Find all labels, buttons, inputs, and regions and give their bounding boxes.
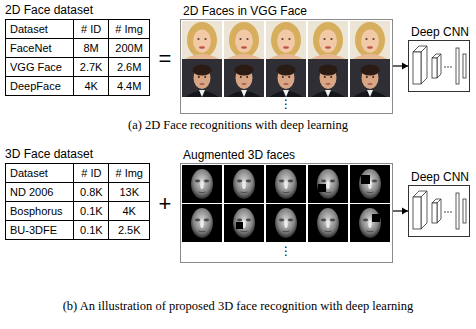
arrow xyxy=(393,208,408,215)
cell-text: 2.5K xyxy=(118,224,141,236)
table-cell: 8M xyxy=(73,39,108,58)
cnn-box: Deep CNN xyxy=(408,185,470,237)
table-cell: # Img xyxy=(109,164,150,183)
caption: (b) An illustration of proposed 3D face … xyxy=(0,299,476,313)
plus-sign: + xyxy=(152,191,178,216)
cell-text: # ID xyxy=(81,167,101,179)
table-cell: ND 2006 xyxy=(6,183,74,202)
table-cell: # Img xyxy=(109,20,150,39)
cnn-box: Deep CNN xyxy=(408,40,470,92)
cell-text: 0.1K xyxy=(80,205,103,217)
table-cell: 4K xyxy=(109,202,150,221)
table-cell: VGG Face xyxy=(6,58,74,77)
heading: Augmented 3D faces xyxy=(183,148,295,162)
table-cell: DeepFace xyxy=(6,77,74,96)
cell-text: Dataset xyxy=(10,167,48,179)
cell-text: Dataset xyxy=(10,23,48,35)
table-cell: FaceNet xyxy=(6,39,74,58)
table-cell: 13K xyxy=(109,183,150,202)
table-cell: 4K xyxy=(73,77,108,96)
cell-text: 8M xyxy=(83,42,98,54)
cell-text: 4K xyxy=(122,205,135,217)
dataset-table: 2D Face datasetDataset# ID# ImgFaceNet8M… xyxy=(5,19,150,96)
caption: (a) 2D Face recognitions with deep learn… xyxy=(0,118,476,132)
table-cell: # ID xyxy=(73,20,108,39)
cell-text: 0.1K xyxy=(80,224,103,236)
table-cell: 0.1K xyxy=(74,202,109,221)
cell-text: 4.4M xyxy=(117,80,141,92)
ellipsis: ⋮ xyxy=(271,244,301,258)
data-table: Dataset # ID # Img ND 2006 0.8K 13K Bosphorus 0… xyxy=(5,163,150,240)
table-cell: 2.7K xyxy=(73,58,108,77)
heading: Deep CNN xyxy=(411,25,469,39)
arrow xyxy=(393,63,408,70)
table-cell: Dataset xyxy=(6,164,74,183)
heading: Deep CNN xyxy=(411,170,469,184)
table-cell: Bosphorus xyxy=(6,202,74,221)
equals-sign: = xyxy=(152,46,178,71)
heading: 2D Faces in VGG Face xyxy=(183,4,307,18)
dataset-table: 3D Face datasetDataset# ID# ImgND 20060.… xyxy=(5,163,150,240)
table-cell: 200M xyxy=(109,39,150,58)
cell-text: 2.6M xyxy=(117,61,141,73)
table-cell: 4.4M xyxy=(109,77,150,96)
cell-text: 200M xyxy=(115,42,143,54)
table-cell: 2.6M xyxy=(109,58,150,77)
table-cell: 0.1K xyxy=(74,221,109,240)
cell-text: VGG Face xyxy=(10,61,62,73)
cell-text: 4K xyxy=(84,80,97,92)
cell-text: 13K xyxy=(119,186,139,198)
cell-text: FaceNet xyxy=(10,42,52,54)
cell-text: # Img xyxy=(115,167,143,179)
cell-text: DeepFace xyxy=(10,80,61,92)
cell-text: BU-3DFE xyxy=(10,224,57,236)
data-table: Dataset # ID # ImgFaceNet 8M 200M VGG Face 2.7… xyxy=(5,19,150,96)
heading: 2D Face dataset xyxy=(5,3,93,17)
cell-text: ND 2006 xyxy=(10,186,53,198)
cell-text: 0.8K xyxy=(80,186,103,198)
cell-text: 2.7K xyxy=(80,61,103,73)
table-cell: 0.8K xyxy=(74,183,109,202)
cell-text: Bosphorus xyxy=(10,205,63,217)
cell-text: # ID xyxy=(81,23,101,35)
heading: 3D Face dataset xyxy=(5,147,93,161)
table-cell: Dataset xyxy=(6,20,74,39)
table-cell: 2.5K xyxy=(109,221,150,240)
table-cell: # ID xyxy=(74,164,109,183)
table-cell: BU-3DFE xyxy=(6,221,74,240)
ellipsis: ⋮ xyxy=(271,97,301,111)
cell-text: # Img xyxy=(115,23,143,35)
